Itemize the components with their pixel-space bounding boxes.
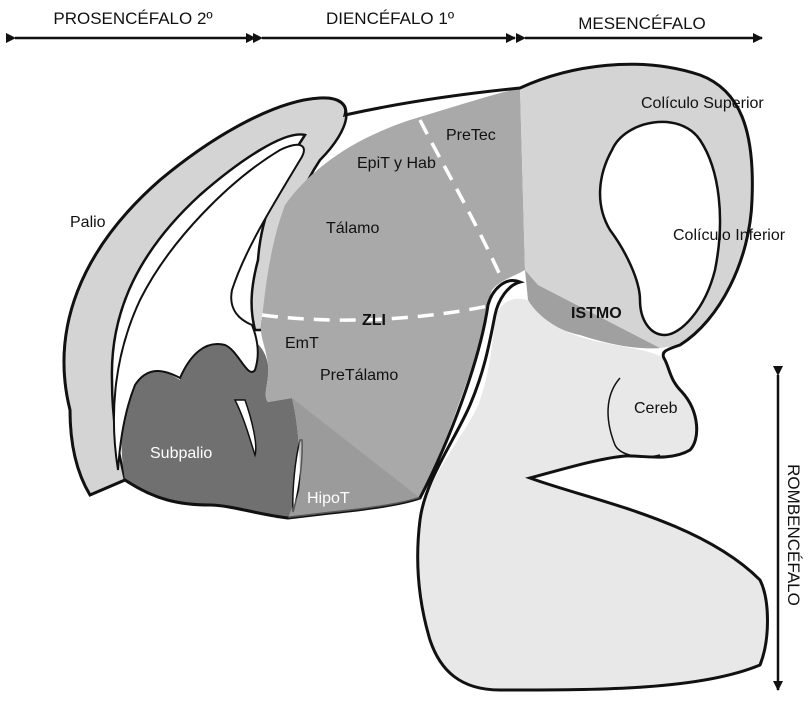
division-rhombencephalon-label: ROMBENCÉFALO	[784, 464, 803, 606]
label-palio: Palio	[70, 214, 106, 231]
label-coliculo-inferior: Colículo Inferior	[673, 227, 786, 244]
label-epit: EpiT y Hab	[357, 155, 436, 172]
label-coliculo-superior: Colículo Superior	[641, 95, 764, 112]
division-mesencephalon-label: MESENCÉFALO	[578, 14, 706, 33]
label-hipot: HipoT	[307, 490, 350, 507]
label-subpalio: Subpalio	[150, 445, 212, 462]
label-zli: ZLI	[362, 312, 386, 329]
label-emt: EmT	[285, 335, 319, 352]
label-pretalamo: PreTálamo	[320, 367, 398, 384]
label-istmo: ISTMO	[571, 305, 622, 322]
label-pretec: PreTec	[446, 127, 496, 144]
label-talamo: Tálamo	[326, 220, 379, 237]
label-cereb: Cereb	[634, 400, 678, 417]
division-prosencephalon-label: PROSENCÉFALO 2º	[53, 9, 212, 28]
division-diencephalon-label: DIENCÉFALO 1º	[326, 9, 454, 28]
